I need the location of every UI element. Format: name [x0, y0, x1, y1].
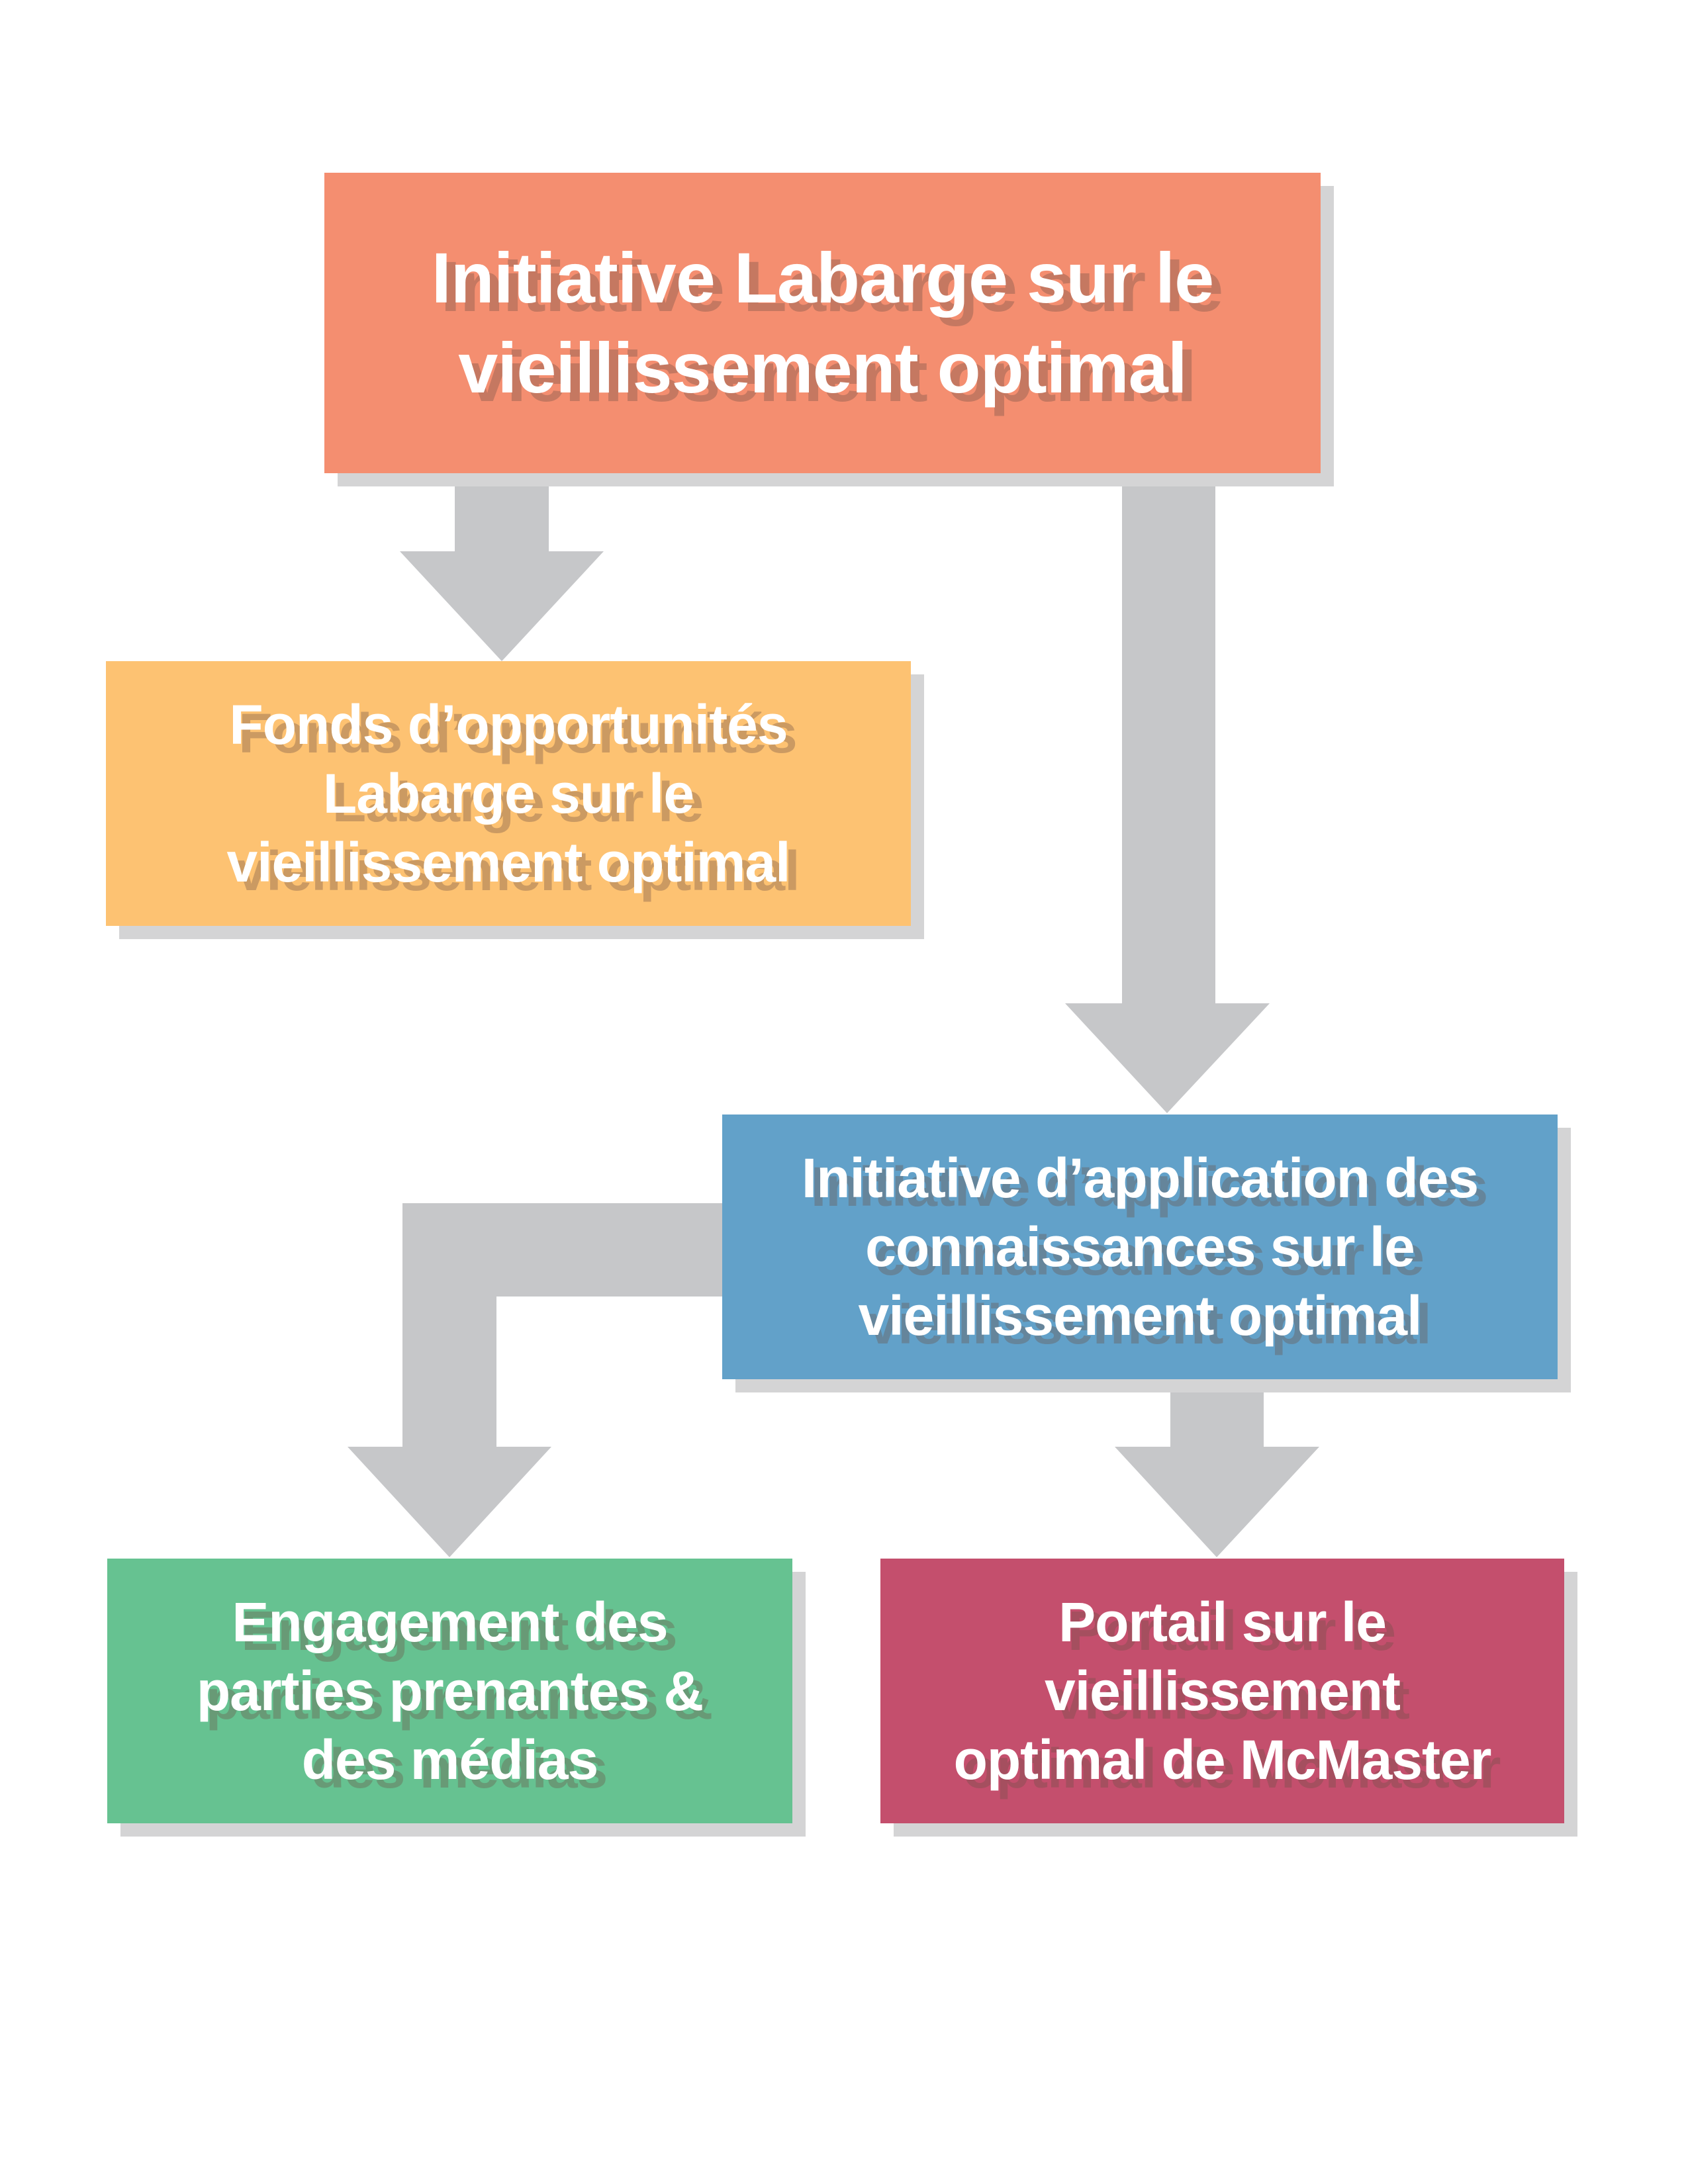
node-text-line: Labarge sur le — [322, 762, 694, 825]
node-text-line: Portail sur le — [1058, 1591, 1387, 1653]
node-text-line: connaissances sur le — [865, 1216, 1415, 1278]
arrow-top-to-knowledge — [1065, 473, 1270, 1113]
node-text-line: Engagement des — [232, 1591, 668, 1653]
node-text-line: Initiative d’application des — [801, 1147, 1479, 1209]
node-text-line: optimal de McMaster — [953, 1729, 1492, 1791]
arrow-knowledge-to-engagement — [348, 1203, 722, 1557]
node-text-line: vieillissement — [1045, 1660, 1401, 1722]
node-text-line: Fonds d’opportunités — [229, 694, 788, 756]
node-text-line: parties prenantes & — [196, 1660, 704, 1722]
node-text-line: vieillissement optimal — [226, 831, 791, 893]
node-mcmaster-portal: Portail sur le vieillissement optimal de… — [880, 1559, 1564, 1823]
node-stakeholder-engagement: Engagement des parties prenantes & des m… — [107, 1559, 792, 1823]
node-text-line: Initiative Labarge sur le — [431, 238, 1214, 318]
node-text-line: des médias — [301, 1729, 599, 1791]
node-text-line: vieillissement optimal — [858, 1285, 1423, 1347]
node-labarge-initiative: Initiative Labarge sur le vieillissement… — [324, 173, 1321, 473]
node-text-line: vieillissement optimal — [458, 328, 1187, 408]
arrow-top-to-fonds — [400, 473, 604, 661]
arrow-knowledge-to-portal — [1115, 1379, 1319, 1557]
node-knowledge-application: Initiative d’application des connaissanc… — [722, 1115, 1558, 1379]
node-opportunity-fund: Fonds d’opportunités Labarge sur le viei… — [106, 661, 911, 926]
